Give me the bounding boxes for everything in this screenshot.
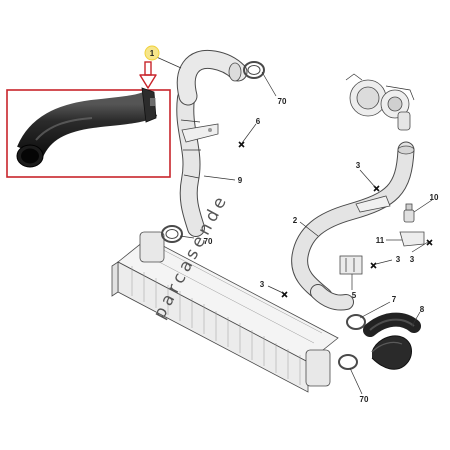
callout-6: 6	[256, 117, 261, 126]
pipe-2	[291, 141, 415, 305]
callout-5: 5	[352, 291, 357, 300]
turbocharger	[345, 73, 415, 131]
hose-1-photo	[16, 87, 158, 168]
callout-11: 11	[376, 236, 385, 245]
callout-1: 1	[150, 49, 155, 58]
clamp-70-bottom	[338, 354, 358, 370]
sensor-10	[403, 203, 415, 223]
callout-1-highlight	[144, 45, 160, 61]
bracket-3-upper	[355, 195, 391, 213]
callout-2: 2	[293, 216, 298, 225]
highlight-inset	[6, 61, 171, 178]
clamp-70-top	[243, 61, 265, 79]
down-arrow-icon	[139, 61, 157, 89]
callout-8: 8	[420, 305, 425, 314]
callout-3-middle: 3	[396, 255, 401, 264]
callout-3-upper: 3	[356, 161, 361, 170]
callout-70-top: 70	[278, 97, 287, 106]
callout-70-bottom: 70	[360, 395, 369, 404]
intercooler-end-tank-right	[305, 349, 331, 387]
callout-70-middle: 70	[204, 237, 213, 246]
fastener-markers	[238, 141, 433, 298]
callout-7: 7	[392, 295, 397, 304]
intercooler-end-tank-left	[139, 231, 165, 263]
hose-1	[176, 49, 248, 106]
callout-labels: 1 70 6 9 70 3 2 10 11 3 3 5 3 7 8 70	[144, 45, 439, 404]
bracket-11	[399, 231, 425, 247]
callout-3-right: 3	[410, 255, 415, 264]
hose-9	[176, 89, 205, 237]
pipe-outlet-5	[310, 284, 354, 311]
clamp-7	[346, 314, 366, 330]
callout-3-lower: 3	[260, 280, 265, 289]
intercooler-fins	[131, 243, 323, 385]
leader-lines	[151, 54, 433, 395]
callout-10: 10	[430, 193, 439, 202]
clamp-70-middle	[161, 225, 183, 243]
hose-8	[363, 312, 421, 370]
intercooler	[111, 231, 339, 393]
bracket-6	[181, 123, 219, 143]
bracket-5	[339, 255, 363, 275]
callout-9: 9	[238, 176, 243, 185]
